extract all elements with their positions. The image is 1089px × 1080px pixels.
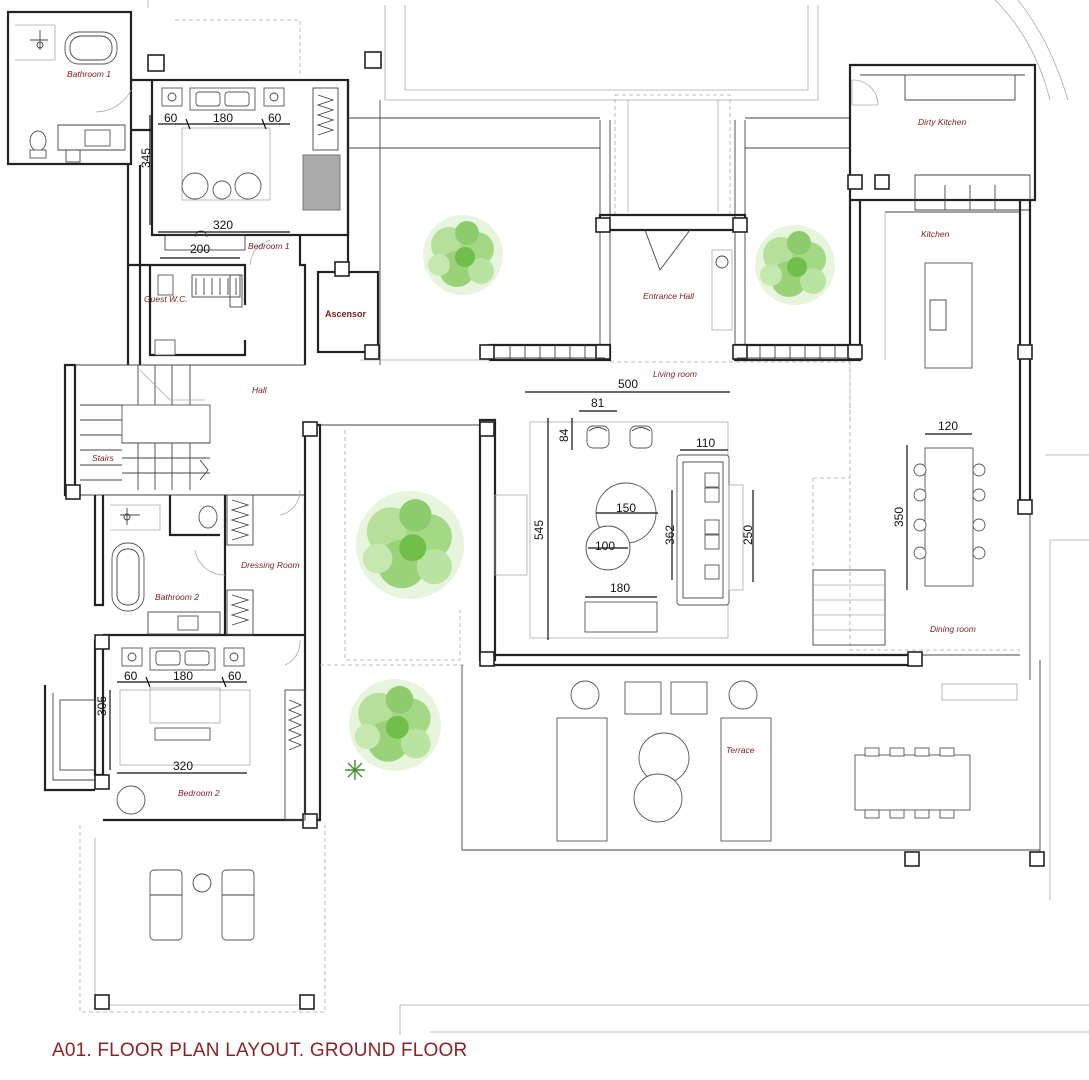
dim-b2-bed: 180 bbox=[173, 669, 193, 683]
dim-lr-sofa-width: 110 bbox=[696, 436, 715, 450]
room-label-kitchen: Kitchen bbox=[921, 229, 950, 239]
bedroom2-furniture bbox=[59, 639, 306, 821]
plan-title: A01. FLOOR PLAN LAYOUT. GROUND FLOOR bbox=[52, 1040, 468, 1061]
dim-dr-table-length: 350 bbox=[892, 507, 906, 527]
bathroom2-fixtures bbox=[110, 489, 301, 636]
terrace-furniture bbox=[556, 680, 1018, 842]
entrance-furniture bbox=[495, 229, 851, 420]
dim-b1-right: 60 bbox=[268, 111, 282, 125]
dim-b1-width: 320 bbox=[213, 218, 233, 232]
dim-b2-right: 60 bbox=[228, 669, 242, 683]
dim-lr-rug: 362 bbox=[663, 525, 677, 545]
dim-b2-depth: 305 bbox=[95, 696, 109, 716]
room-label-dining-room: Dining room bbox=[930, 624, 976, 634]
stairs-drawing bbox=[80, 365, 211, 490]
room-label-ascensor: Ascensor bbox=[325, 309, 367, 319]
dim-dr-table-width: 120 bbox=[938, 419, 958, 433]
room-label-dressing-room: Dressing Room bbox=[241, 560, 300, 570]
dim-lr-chair-width: 81 bbox=[591, 396, 605, 410]
dim-lr-width: 500 bbox=[618, 377, 638, 391]
bedroom1-furniture bbox=[161, 87, 341, 251]
dim-lr-depth: 545 bbox=[532, 520, 546, 540]
dim-lr-table-big: 150 bbox=[616, 501, 636, 515]
columns bbox=[65, 51, 1045, 1010]
guest-wc-fixtures bbox=[154, 239, 271, 356]
room-label-entrance-hall: Entrance Hall bbox=[643, 291, 695, 301]
room-label-terrace: Terrace bbox=[726, 745, 755, 755]
dim-b1-left: 60 bbox=[164, 111, 178, 125]
room-label-dirty-kitchen: Dirty Kitchen bbox=[918, 117, 966, 127]
room-label-living-room: Living room bbox=[653, 369, 697, 379]
dim-b1-bed: 180 bbox=[213, 111, 233, 125]
dim-b1-wardrobe: 200 bbox=[190, 242, 210, 256]
bedroom-terrace-furniture bbox=[149, 869, 255, 941]
dim-lr-table-small: 100 bbox=[595, 539, 615, 553]
living-furniture bbox=[494, 421, 744, 639]
room-label-bathroom1: Bathroom 1 bbox=[67, 69, 111, 79]
room-label-bathroom2: Bathroom 2 bbox=[155, 592, 199, 602]
room-label-hall: Hall bbox=[252, 385, 268, 395]
dim-b1-depth: 345 bbox=[139, 148, 153, 168]
kitchen-dining-furniture bbox=[851, 79, 986, 587]
bathroom1-fixtures bbox=[15, 24, 132, 163]
room-label-guest-wc: Guest W.C. bbox=[144, 294, 188, 304]
plant-icons bbox=[345, 215, 835, 780]
room-label-bedroom2: Bedroom 2 bbox=[178, 788, 220, 798]
dimension-lines bbox=[109, 115, 972, 774]
site-lines bbox=[147, 0, 1089, 1035]
room-label-bedroom1: Bedroom 1 bbox=[248, 241, 290, 251]
dim-lr-sofa-length: 250 bbox=[741, 525, 755, 545]
dim-lr-chair-depth: 84 bbox=[557, 428, 571, 442]
room-label-stairs: Stairs bbox=[92, 453, 114, 463]
dim-b2-width: 320 bbox=[173, 759, 193, 773]
walls bbox=[6, 10, 1041, 1013]
dim-lr-bench: 180 bbox=[610, 581, 630, 595]
dim-b2-left: 60 bbox=[124, 669, 138, 683]
